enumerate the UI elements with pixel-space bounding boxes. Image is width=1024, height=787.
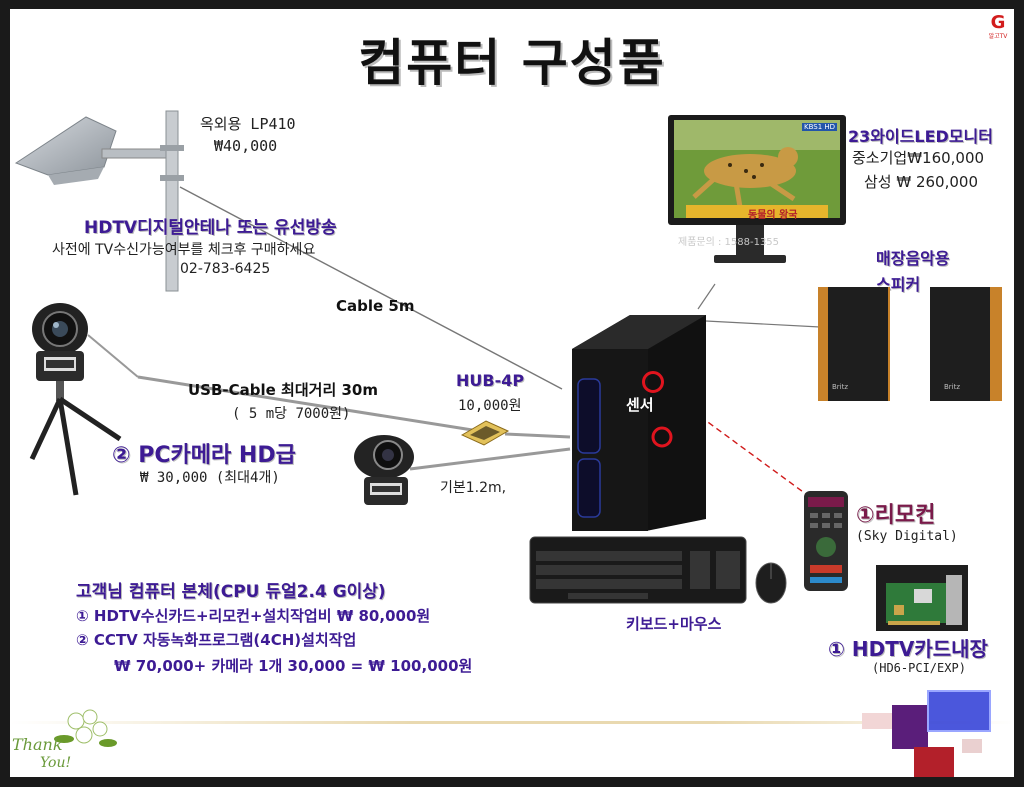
hdtv-card-heading: ① HDTV카드내장 <box>828 637 988 661</box>
keyboard-mouse-label: 키보드+마우스 <box>626 615 722 633</box>
monitor-screen-caption: 제품문의 : 1588-1355 <box>678 237 780 248</box>
slide: 컴퓨터 구성품 G 알고TV 옥외용 LP410 ₩40,000 HDTV디지털… <box>10 9 1014 777</box>
hub-to-pc-line <box>504 432 571 439</box>
page-title: 컴퓨터 구성품 <box>358 34 666 92</box>
keyboard-image <box>529 536 747 604</box>
usb-hub-image <box>460 420 510 446</box>
monitor-screen-banner: 동물의 왕국 <box>748 210 798 221</box>
pc-tower-image <box>572 315 706 531</box>
remote-heading: ①리모컨 <box>856 503 936 528</box>
hdtv-card-subtitle: (HD6-PCI/EXP) <box>872 661 966 675</box>
remote-subtitle: (Sky Digital) <box>856 529 958 544</box>
bottom-divider <box>10 721 1014 724</box>
usb-cable-line <box>137 375 486 434</box>
cable-length-label: Cable 5m <box>336 297 415 315</box>
sensor-ring-icon <box>642 371 664 393</box>
thank-you-line2: You! <box>40 755 72 771</box>
speaker-cable-line <box>705 320 821 328</box>
remote-control-image <box>804 491 848 591</box>
hub-price: 10,000원 <box>458 398 522 414</box>
antenna-model: 옥외용 LP410 <box>200 115 296 133</box>
antenna-phone: 02-783-6425 <box>180 261 271 277</box>
thank-you-line1: Thank <box>12 735 63 754</box>
pc-body-line3: ₩ 70,000+ 카메라 1개 30,000 = ₩ 100,000원 <box>114 657 473 675</box>
hub-label: HUB-4P <box>456 371 525 390</box>
pc-body-line2: ② CCTV 자동녹화프로그램(4CH)설치작업 <box>76 631 357 649</box>
flower-decoration-icon <box>54 709 117 747</box>
monitor-cable-line <box>697 283 716 310</box>
usb-cable-note: ( 5 m당 7000원) <box>232 406 351 422</box>
monitor-price-samsung: 삼성 ₩ 260,000 <box>864 173 978 191</box>
camera2-cable-line <box>409 447 571 471</box>
pc-body-heading: 고객님 컴퓨터 본체(CPU 듀얼2.4 G이상) <box>76 582 386 602</box>
corner-logo-text: 알고TV <box>988 33 1008 40</box>
speaker-brand-left: Britz <box>832 383 849 391</box>
camera-price: ₩ 30,000 (최대4개) <box>140 470 280 486</box>
usb-cable-label: USB-Cable 최대거리 30m <box>188 381 378 399</box>
corner-squares-decoration <box>862 690 991 777</box>
corner-logo: G 알고TV <box>986 12 1010 41</box>
tv-logo-icon: G <box>990 12 1006 33</box>
cable-lines <box>87 186 821 498</box>
speaker-heading-line1: 매장음악용 <box>876 249 950 268</box>
mouse-image <box>755 562 787 604</box>
camera1-wire <box>87 334 139 378</box>
antenna-cable-line <box>179 186 563 390</box>
speakers-image <box>818 287 1002 401</box>
pc-camera-tripod-image <box>29 303 122 496</box>
led-monitor-image <box>668 115 846 263</box>
antenna-price: ₩40,000 <box>214 137 278 155</box>
antenna-note: 사전에 TV수신가능여부를 체크후 구매하세요 <box>52 242 316 258</box>
monitor-screen-tag: KBS1 HD <box>802 123 838 131</box>
antenna-heading: HDTV디지털안테나 또는 유선방송 <box>84 218 337 238</box>
sensor-label: 센서 <box>626 396 654 414</box>
speaker-brand-right: Britz <box>944 383 961 391</box>
camera-heading: ② PC카메라 HD급 <box>112 443 296 468</box>
monitor-price-sme: 중소기업₩160,000 <box>852 149 985 167</box>
pc-body-line1: ① HDTV수신카드+리모컨+설치작업비 ₩ 80,000원 <box>76 607 431 625</box>
hdtv-card-image <box>876 565 968 631</box>
basic-cable-label: 기본1.2m, <box>440 480 507 496</box>
pc-camera-image <box>354 435 414 505</box>
antenna-image <box>14 110 184 292</box>
monitor-heading: 23와이드LED모니터 <box>848 127 993 146</box>
